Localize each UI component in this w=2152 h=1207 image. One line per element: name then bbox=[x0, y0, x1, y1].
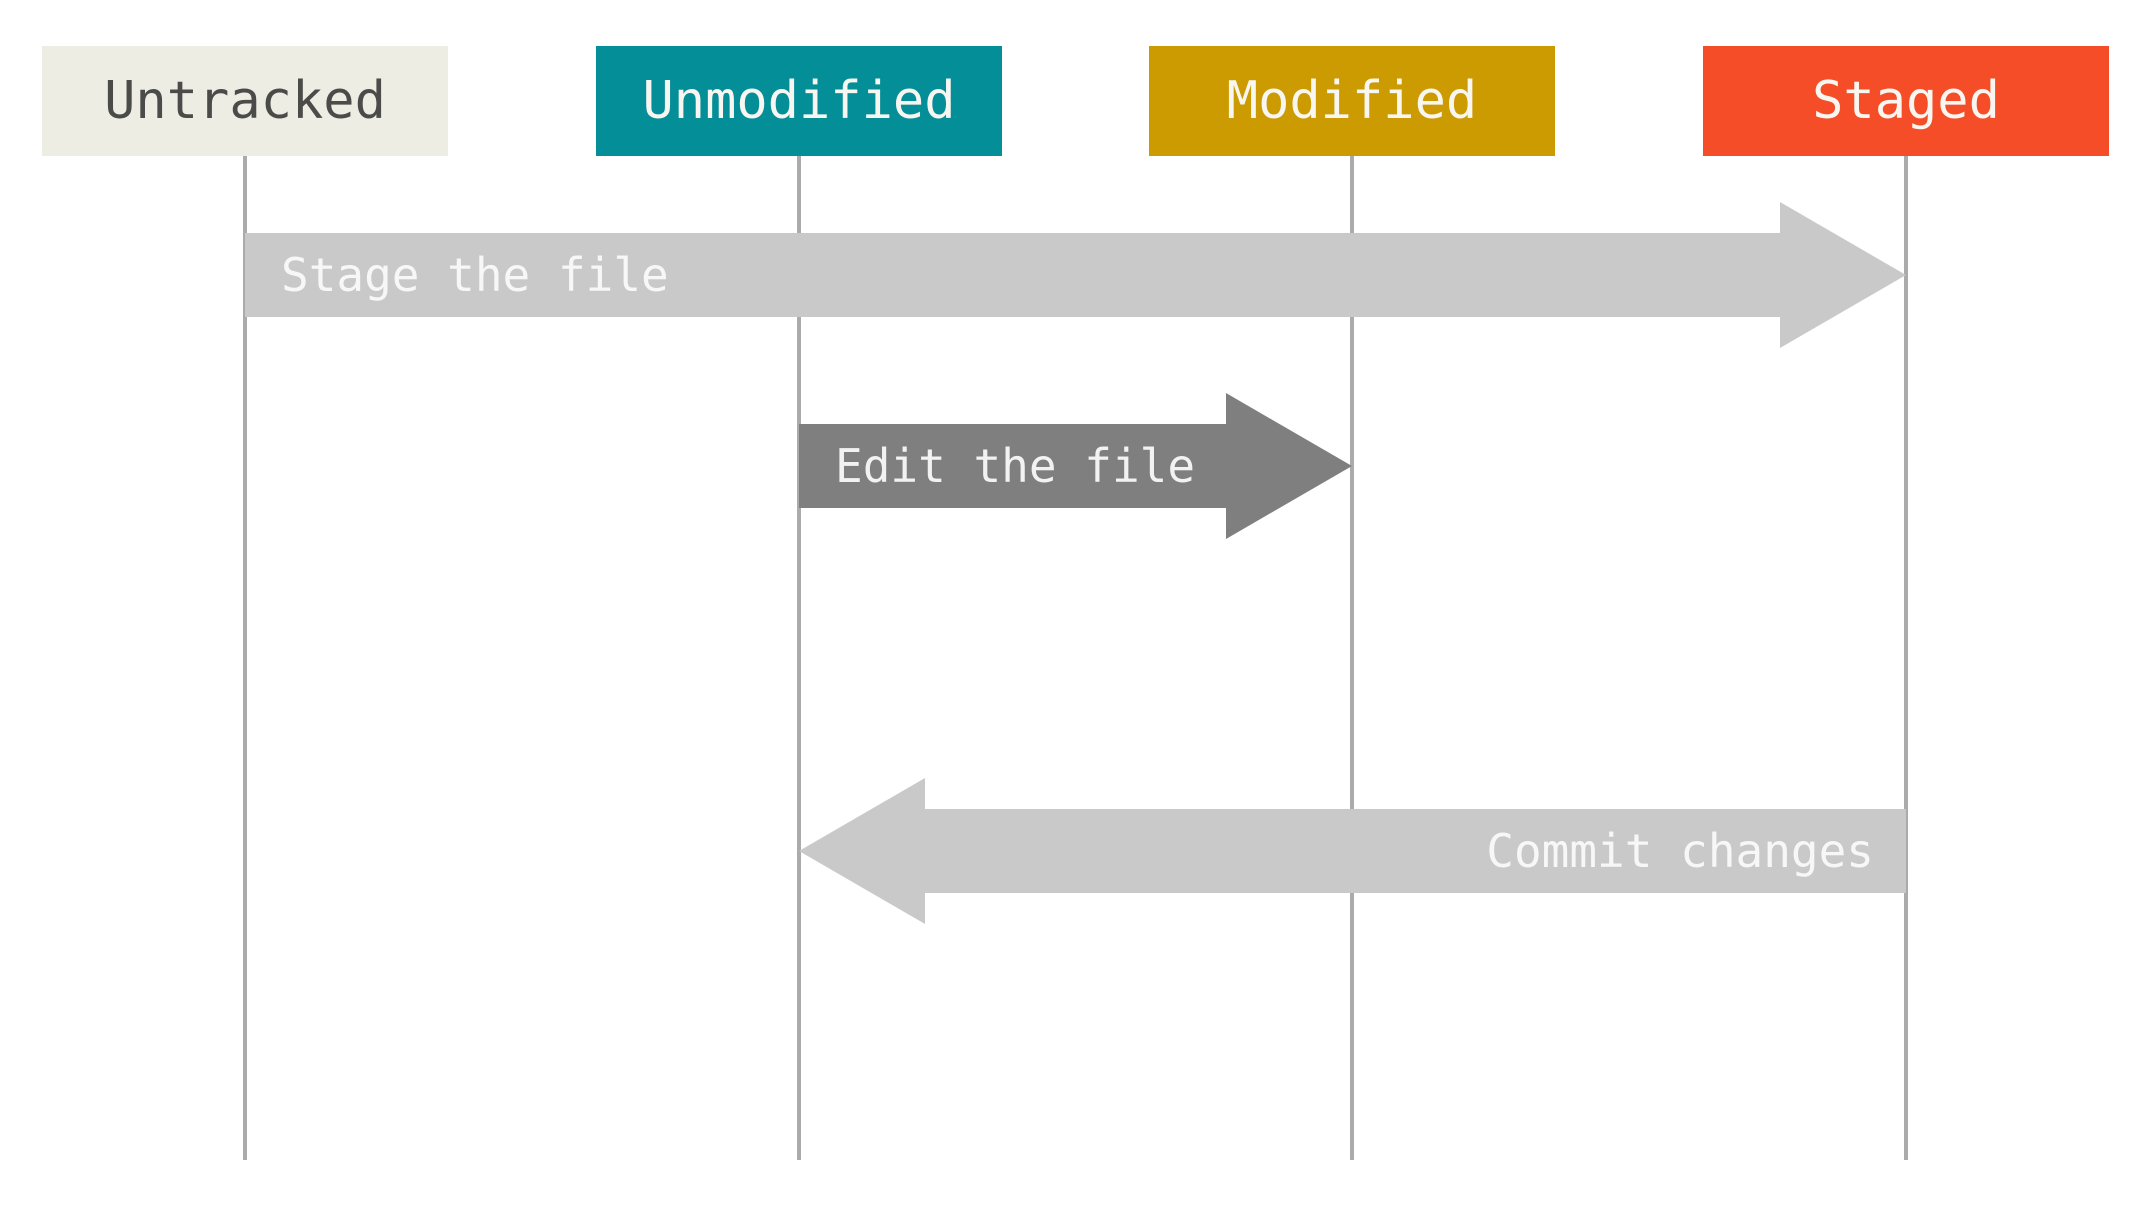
lifeline-unmodified bbox=[797, 156, 801, 1160]
transition-arrow-stage-the-file: Stage the file bbox=[245, 202, 1906, 348]
arrow-shaft: Commit changes bbox=[925, 809, 1906, 893]
state-box-modified: Modified bbox=[1149, 46, 1555, 156]
arrowhead-right-icon bbox=[1226, 393, 1352, 539]
state-box-unmodified: Unmodified bbox=[596, 46, 1002, 156]
lifeline-modified bbox=[1350, 156, 1354, 1160]
arrowhead-right-icon bbox=[1780, 202, 1906, 348]
arrow-shaft: Stage the file bbox=[245, 233, 1780, 317]
arrow-label: Edit the file bbox=[835, 439, 1196, 493]
arrowhead-left-icon bbox=[799, 778, 925, 924]
arrow-label: Stage the file bbox=[281, 248, 669, 302]
lifeline-untracked bbox=[243, 156, 247, 1160]
transition-arrow-edit-the-file: Edit the file bbox=[799, 393, 1352, 539]
transition-arrow-commit-changes: Commit changes bbox=[799, 778, 1906, 924]
state-box-untracked: Untracked bbox=[42, 46, 448, 156]
arrow-label: Commit changes bbox=[1486, 824, 1874, 878]
arrow-shaft: Edit the file bbox=[799, 424, 1226, 508]
state-box-staged: Staged bbox=[1703, 46, 2109, 156]
lifeline-staged bbox=[1904, 156, 1908, 1160]
